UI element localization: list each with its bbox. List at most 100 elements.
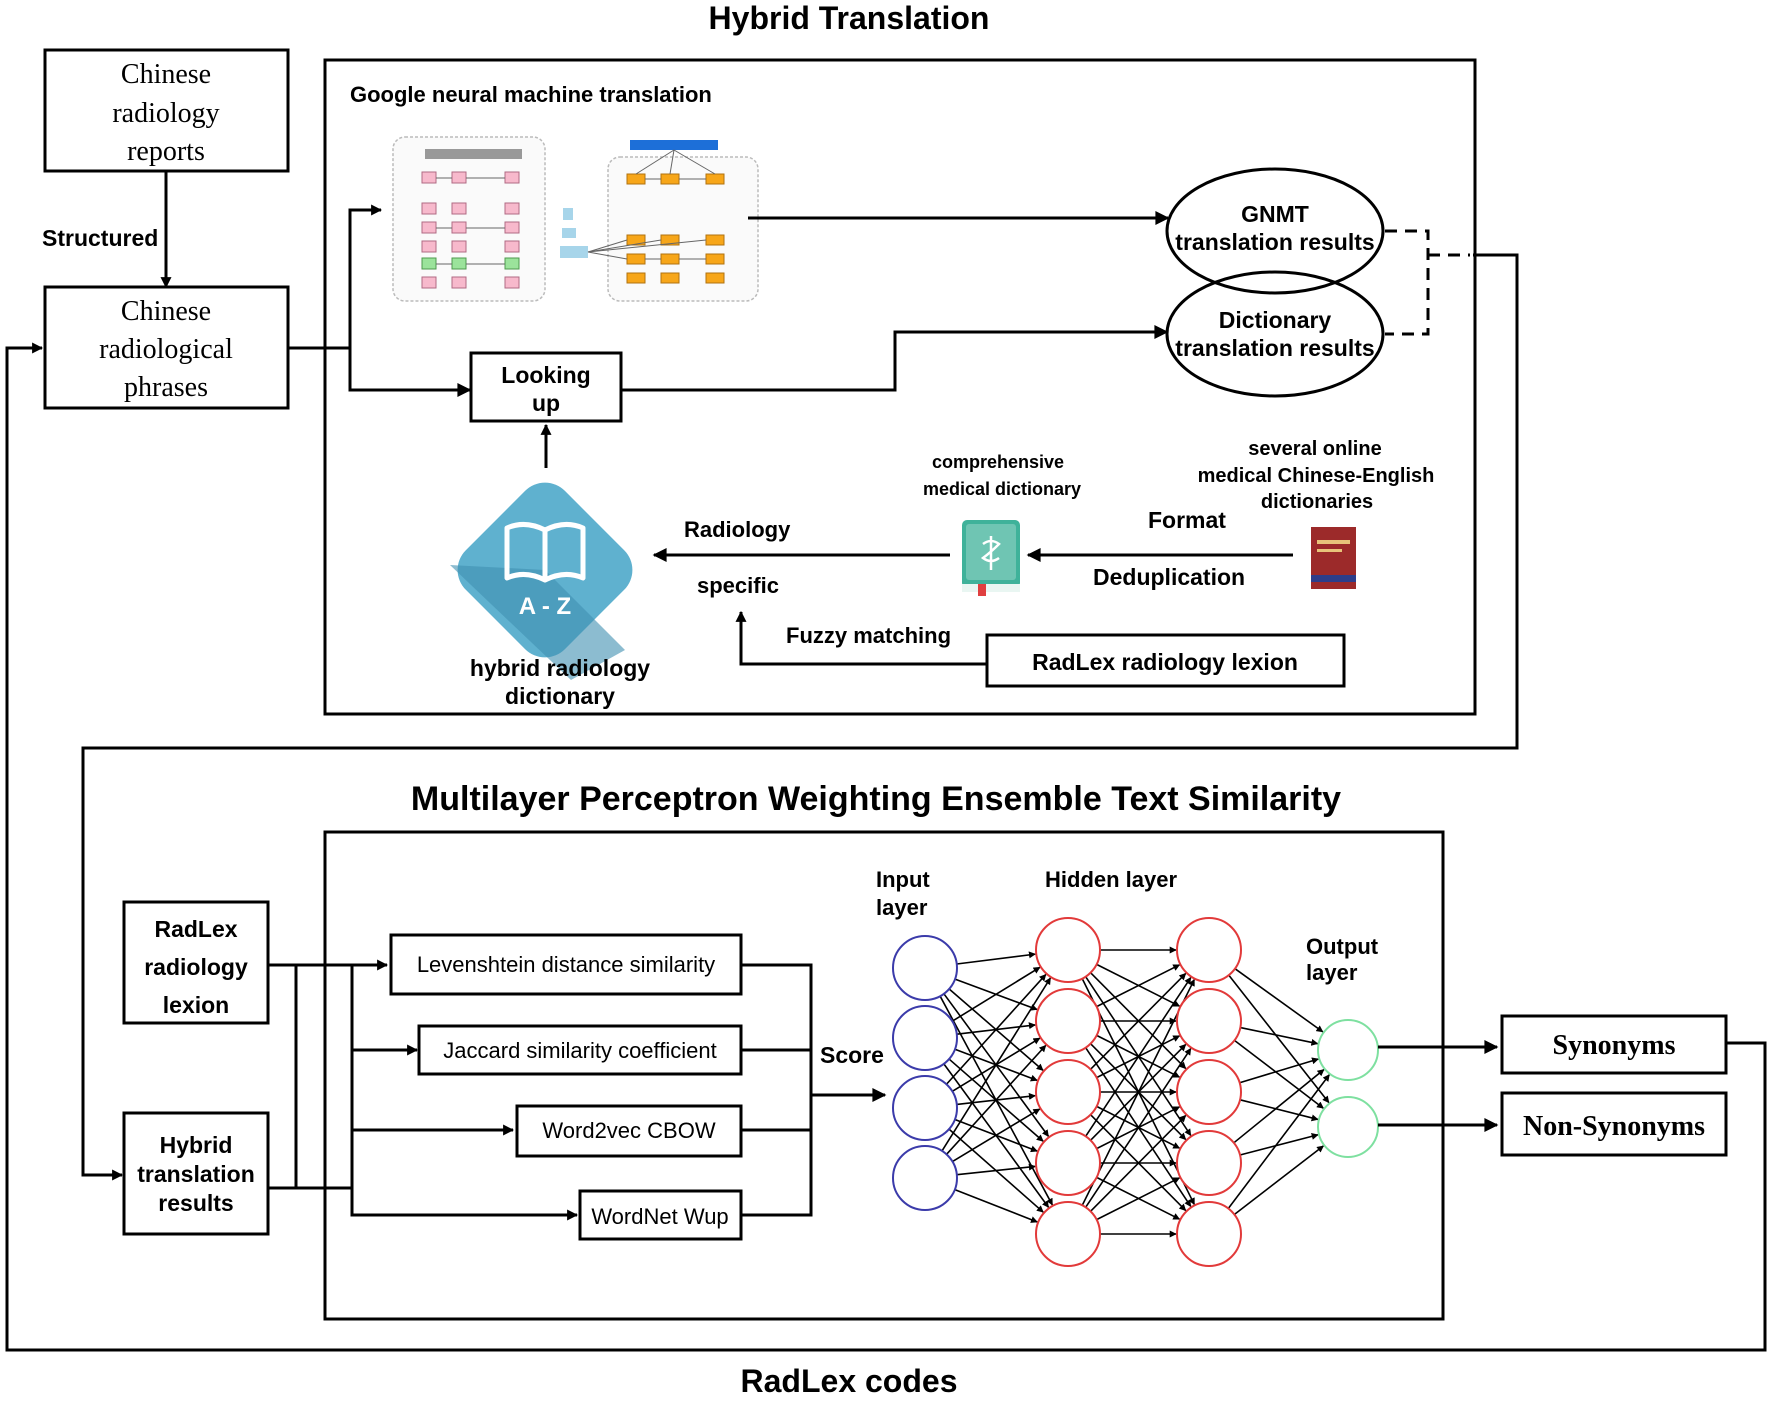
title-mlp-ensemble: Multilayer Perceptron Weighting Ensemble… [411, 780, 1341, 818]
network-edge [945, 1044, 1047, 1155]
radlex-lexion-left-label-2: radiology [144, 954, 248, 980]
hidden-node-l2 [1176, 917, 1242, 983]
radlex-lexion-top-label: RadLex radiology lexion [1032, 649, 1298, 675]
chinese-phrases-box [43, 285, 290, 410]
output-node [1317, 1019, 1379, 1081]
radlex-codes-feedback-loop [5, 342, 1767, 1352]
network-edge [1228, 974, 1330, 1104]
network-edge [945, 973, 1047, 1085]
network-edge [1081, 978, 1196, 1206]
non-synonyms-label: Non-Synonyms [1523, 1111, 1705, 1142]
title-hybrid-translation: Hybrid Translation [709, 0, 990, 36]
levenshtein-label: Levenshtein distance similarity [417, 952, 715, 977]
network-edge [1233, 1068, 1325, 1144]
word2vec-box [515, 1104, 743, 1158]
specific-label: specific [697, 573, 779, 598]
comprehensive-label-2: medical dictionary [923, 479, 1081, 499]
hybrid-results-label-2: translation [137, 1161, 255, 1187]
network-edge [1089, 1114, 1187, 1212]
hybrid-results-label-3: results [158, 1190, 233, 1216]
chinese-reports-label-1: Chinese [121, 59, 211, 90]
network-edge [1233, 1145, 1324, 1216]
hidden-node-l2 [1176, 1201, 1242, 1267]
gnmt-results-label-2: translation results [1175, 229, 1374, 255]
network-edge [1234, 968, 1324, 1033]
input-node [892, 1005, 958, 1071]
to-jaccard-arrow [350, 1044, 419, 1188]
hidden-node-l1 [1035, 917, 1101, 983]
hidden-layer-label: Hidden layer [1045, 867, 1177, 892]
fuzzy-matching-arrow [735, 610, 987, 666]
network-edge [952, 1108, 1041, 1163]
gnmt-label: Google neural machine translation [350, 82, 712, 107]
hidden-node-l1 [1035, 1059, 1101, 1125]
chinese-phrases-label-3: phrases [124, 372, 208, 403]
fuzzy-matching-label: Fuzzy matching [786, 623, 951, 648]
network-edge [1096, 964, 1181, 1008]
hidden-node-l2 [1176, 1130, 1242, 1196]
score-label: Score [820, 1042, 884, 1068]
network-edge [1089, 972, 1187, 1070]
radlex-lexion-left-label-3: lexion [163, 992, 229, 1018]
radlex-lexion-left-box [122, 900, 270, 1025]
synonyms-label: Synonyms [1553, 1030, 1676, 1061]
network-edge [941, 977, 1052, 1152]
network-edge [1239, 1099, 1319, 1122]
gnmt-architecture-figure [392, 136, 759, 302]
chinese-reports-label-2: radiology [112, 98, 219, 129]
lookup-to-dictionary-results-arrow [621, 325, 1169, 392]
levenshtein-box [389, 933, 743, 996]
radlex-lexion-top-box [985, 633, 1346, 688]
hybrid-dict-label-2: dictionary [505, 683, 615, 709]
deduplication-label: Deduplication [1093, 564, 1245, 590]
network-edge [1096, 1177, 1181, 1221]
title-radlex-codes: RadLex codes [741, 1363, 958, 1399]
dictionary-results-label-2: translation results [1175, 335, 1374, 361]
network-edge [1239, 1057, 1319, 1084]
results-dashed-bracket [1385, 229, 1430, 336]
hybrid-results-label-1: Hybrid [160, 1132, 233, 1158]
hybrid-translation-panel [323, 58, 1477, 716]
online-label-2: medical Chinese-English [1198, 465, 1435, 487]
radiology-label: Radiology [684, 517, 791, 542]
chinese-reports-label-3: reports [127, 136, 205, 167]
online-label-3: dictionaries [1261, 491, 1373, 513]
looking-up-label-1: Looking [501, 362, 590, 388]
network-edge [1240, 1026, 1319, 1046]
online-dictionaries-icon [1311, 527, 1356, 589]
dictionary-results-label-1: Dictionary [1219, 307, 1332, 333]
hidden-node-l2 [1176, 1059, 1242, 1125]
online-label-1: several online [1248, 438, 1381, 460]
network-edge [954, 1188, 1038, 1223]
wordnet-label: WordNet Wup [591, 1204, 728, 1229]
chinese-phrases-label-1: Chinese [121, 296, 211, 327]
network-edge [956, 951, 1036, 965]
input-layer-label-1: Input [876, 867, 930, 892]
network-edge [1239, 1132, 1319, 1156]
az-label: A - Z [519, 593, 571, 620]
hybrid-dict-label-1: hybrid radiology [470, 655, 650, 681]
comprehensive-label-1: comprehensive [932, 452, 1064, 472]
score-collector-line [741, 963, 813, 1217]
jaccard-label: Jaccard similarity coefficient [443, 1038, 716, 1063]
chinese-reports-box [43, 48, 290, 173]
hidden-node-l1 [1035, 988, 1101, 1054]
word2vec-label: Word2vec CBOW [542, 1118, 715, 1143]
network-edge [956, 1163, 1036, 1176]
output-layer-label-2: layer [1306, 960, 1358, 985]
book-az-icon: A - Z [450, 482, 633, 680]
format-label: Format [1148, 507, 1226, 533]
network-edge [1084, 1047, 1192, 1208]
network-edges [939, 946, 1330, 1238]
output-layer-label-1: Output [1306, 934, 1379, 959]
medical-dictionary-icon [962, 520, 1020, 596]
gnmt-results-ellipse [1165, 167, 1385, 295]
input-node [892, 935, 958, 1001]
looking-up-box [469, 351, 623, 423]
network-edge [1084, 976, 1192, 1137]
phrases-to-lookup-arrow [348, 348, 472, 397]
gnmt-results-label-1: GNMT [1241, 201, 1309, 227]
network-nodes [892, 917, 1379, 1267]
